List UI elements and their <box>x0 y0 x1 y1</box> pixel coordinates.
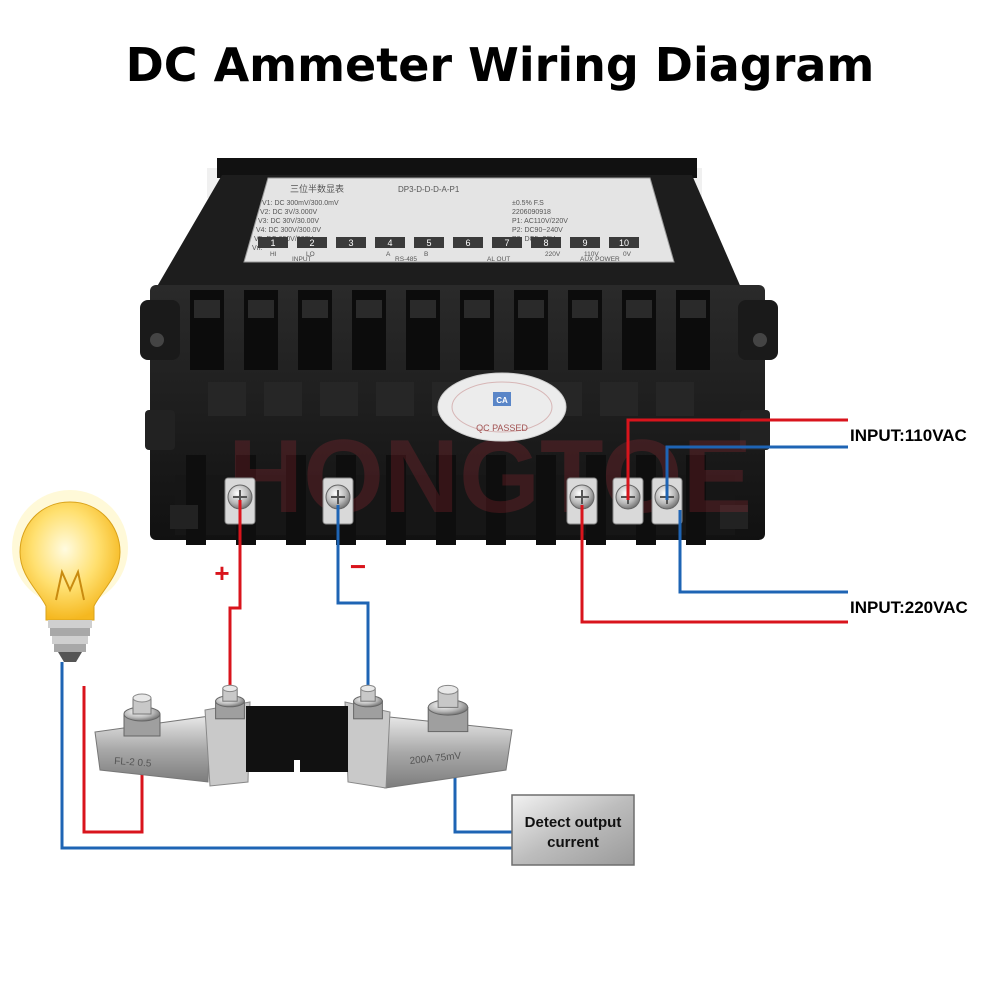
light-bulb-icon <box>12 490 128 662</box>
seal-logo: CA <box>496 396 508 405</box>
label-left-row: V2: DC 3V/3.000V <box>260 209 318 216</box>
qc-seal: CA QC PASSED <box>437 372 567 442</box>
shunt-bolts <box>123 684 469 737</box>
terminal-sublabel: B <box>424 251 428 258</box>
label-model: DP3-D-D-D-A-P1 <box>398 185 460 194</box>
input-110-label: INPUT:110VAC <box>850 426 967 445</box>
plus-label: + <box>214 558 229 588</box>
detect-output-box: Detect output current <box>511 794 635 866</box>
input-220-label: INPUT:220VAC <box>850 598 968 617</box>
terminal-number: 5 <box>426 238 431 248</box>
terminal-number: 2 <box>309 238 314 248</box>
wire-minus-blue <box>336 505 370 700</box>
label-right-row: P1: AC110V/220V <box>512 218 568 225</box>
group-label: AL OUT <box>487 256 510 263</box>
terminal-number-box <box>570 237 600 248</box>
terminal-sublabel: LO <box>306 251 315 258</box>
group-label: INPUT <box>292 256 312 263</box>
terminal-number: 3 <box>348 238 353 248</box>
terminal-sublabel: A <box>386 251 391 258</box>
shunt-left-label: FL-2 0.5 <box>114 756 152 770</box>
wire-bulb-blue <box>60 662 512 850</box>
terminal-number: 9 <box>582 238 587 248</box>
seal-text: QC PASSED <box>476 423 528 433</box>
terminal-number-box <box>453 237 483 248</box>
label-left-row: V3: DC 30V/30.00V <box>258 218 319 225</box>
shunt-resistor: FL-2 0.5 200A 75mV <box>94 701 513 789</box>
wire-220-blue <box>678 510 848 594</box>
group-label: AUX POWER <box>580 256 620 263</box>
label-left-row: V1: DC 300mV/300.0mV <box>262 200 339 207</box>
terminal-number-box <box>375 237 405 248</box>
terminal-number-box <box>609 237 639 248</box>
terminal-number: 10 <box>619 238 629 248</box>
terminal-sublabel: 0V <box>623 251 632 258</box>
page-title: DC Ammeter Wiring Diagram <box>125 38 875 92</box>
label-left-row: Vn: <box>252 245 263 252</box>
terminal-sublabel: 220V <box>545 251 561 258</box>
terminal-number-box <box>414 237 444 248</box>
shunt-right-label: 200A 75mV <box>409 751 462 767</box>
wire-plus-red <box>228 500 242 700</box>
label-right-row: ±0.5% F.S <box>512 200 544 207</box>
detect-line-1: Detect output <box>525 814 622 831</box>
wire-110-blue <box>665 445 848 500</box>
label-right-row: P2: DC90~240V <box>512 227 563 234</box>
terminal-number-box <box>258 237 288 248</box>
terminal-number-box <box>492 237 522 248</box>
terminal-number: 7 <box>504 238 509 248</box>
wire-bulb-red <box>82 686 144 834</box>
terminal-number-box <box>336 237 366 248</box>
terminal-number-box <box>297 237 327 248</box>
minus-label: − <box>350 551 366 582</box>
terminal-screws <box>224 477 683 525</box>
terminal-number-box <box>531 237 561 248</box>
terminal-sublabel: 110V <box>584 251 599 258</box>
wires <box>60 418 848 850</box>
meter-label-text: 三位半数显表 DP3-D-D-D-A-P1 V1: DC 300mV/300.0… <box>252 183 639 263</box>
terminal-number: 8 <box>543 238 548 248</box>
wire-110-red <box>626 418 848 500</box>
label-header: 三位半数显表 <box>290 183 344 194</box>
label-left-row: V4: DC 300V/300.0V <box>256 227 321 234</box>
wire-220-red <box>580 505 848 624</box>
group-label: RS-485 <box>395 256 417 263</box>
terminal-number: 4 <box>387 238 392 248</box>
terminal-number: 1 <box>270 238 275 248</box>
terminal-number: 6 <box>465 238 470 248</box>
detect-line-2: current <box>547 834 599 851</box>
terminal-sublabel: HI <box>270 251 277 258</box>
label-right-row: 2206090918 <box>512 209 551 216</box>
